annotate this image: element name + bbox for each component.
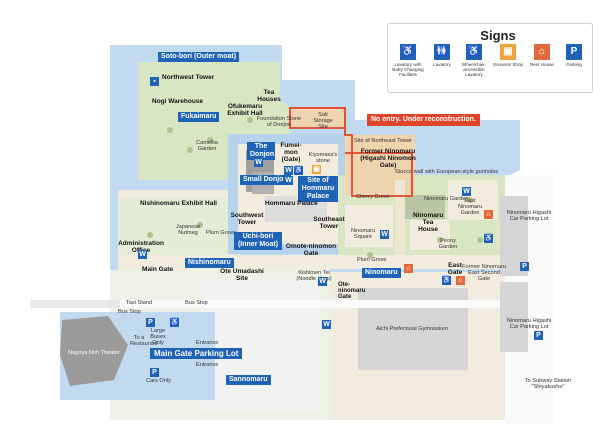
aichi-gym-label: Aichi Prefectural Gymnasium [375, 326, 449, 332]
salt-storage-label: Salt Storage Site [313, 112, 333, 130]
legend-item-souvenir-shop: ▣ Souvenir Shop [492, 44, 524, 67]
southwest-tower-label: Southwest Tower [230, 212, 264, 226]
main-gate-parking-label: Main Gate Parking Lot [150, 348, 243, 359]
nishinomaru-area [118, 190, 240, 272]
wheelchair-icon: ♿ [442, 276, 451, 285]
lavatory-icon: W [322, 320, 331, 329]
nogi-warehouse-label: Nogi Warehouse [152, 98, 204, 105]
parking-icon: P [150, 368, 159, 377]
cars-only-label: Cars Only [146, 378, 171, 384]
parking-icon: P [566, 44, 582, 60]
souvenir-shop-icon: ▣ [312, 165, 321, 174]
east-gate-label: East Gate [447, 262, 463, 276]
east-ninomaru-garden-label: East Ninomaru Garden [457, 198, 483, 216]
nishinomaru-label: Nishinomaru [185, 258, 234, 268]
nagoya-noh-theater [60, 316, 128, 386]
to-restaurant-label: To a Restaurant [130, 335, 158, 347]
southeast-tower-label: Southeast Tower [313, 216, 345, 230]
lavatory-icon: W [318, 277, 327, 286]
lavatory-icon: W [284, 176, 293, 185]
entrance-2-label: Entrance [196, 362, 219, 368]
hommaru-palace-label: Hommaru Palace [265, 200, 318, 207]
ninomaru-square-label: Ninomaru Square [350, 228, 376, 240]
legend-item-baby-lavatory: ♿ Lavatory with Baby Changing Facilities [392, 44, 424, 78]
ninomaru-higashi-parking-2 [500, 282, 528, 352]
lavatory-icon: W [462, 187, 471, 196]
stucco-wall-label: Stucco wall with European-style gunholes [395, 169, 499, 175]
bus-stop-2-label: Bus Stop [185, 300, 208, 306]
main-gate-label: Main Gate [142, 266, 174, 273]
parking-icon: P [520, 262, 529, 271]
japanese-nutmeg-label: Japanese Nutmeg [175, 224, 201, 236]
kishimen-label: Kishimen Tei (Noodle shop) [296, 270, 332, 282]
ninomaru-label: Ninomaru [362, 268, 401, 278]
lavatory-icon: W [284, 166, 293, 175]
parking-icon: P [534, 331, 543, 340]
signs-legend: Signs ♿ Lavatory with Baby Changing Faci… [387, 23, 593, 93]
lavatory-icon: W [380, 230, 389, 239]
to-subway-label: To Subway Station "Shiyakusho" [524, 378, 572, 390]
wheelchair-icon: ♿ [484, 234, 493, 243]
parking-lot-2-label: Ninomaru Higashi Car Parking Lot [506, 318, 552, 330]
taxi-stand-label: Taxi Stand [126, 300, 153, 306]
tea-houses-label: Tea Houses [257, 89, 281, 103]
souvenir-shop-icon: ▣ [500, 44, 516, 60]
lavatory-icon: W [254, 158, 263, 167]
lavatory-icon: 🚻 [434, 44, 450, 60]
soto-bori-label: Soto-bori (Outer moat) [158, 52, 240, 62]
large-buses-label: Large Buses Only [150, 328, 166, 346]
nishinomaru-exhibit-label: Nishinomaru Exhibit Hall [140, 200, 217, 207]
legend-title: Signs [480, 28, 516, 43]
rest-house-icon: ⌂ [484, 210, 493, 219]
rest-house-icon: ⌂ [456, 276, 465, 285]
fumei-mon-label: Fumei-mon (Gate) [280, 142, 302, 163]
wheelchair-icon: ♿ [294, 166, 303, 175]
kiyomasa-label: Kiyomasa's stone [308, 152, 338, 164]
entrance-1-label: Entrance [196, 340, 219, 346]
former-ninomaru-label: Former Ninomaru (Higashi Ninomon Gate) [360, 148, 416, 169]
uchi-bori-label: Uchi-bori (Inner Moat) [234, 232, 282, 250]
bus-stop-1-label: Bus Stop [118, 309, 141, 315]
ote-umadashi-label: Ote Umadashi Site [220, 268, 264, 282]
peony-garden-label: Peony Garden [438, 238, 458, 250]
legend-item-rest-house: ⌂ Rest House [529, 44, 554, 67]
site-northeast-label: Site of Northeast Tower [354, 138, 413, 144]
otemon-ninomaru-gate-label: Ote-ninomaru Gate [338, 282, 365, 300]
omote-ninomon-label: Omote-ninomon Gate [285, 243, 337, 257]
parking-lot-1-label: Ninomaru Higashi Car Parking Lot [506, 210, 552, 222]
fukaimaru-label: Fukaimaru [178, 112, 220, 122]
donjon-label: The Donjon [247, 142, 275, 160]
foundation-stone-label: Foundation Stone of Donjon [256, 116, 302, 128]
lavatory-icon: W [138, 250, 147, 259]
parking-icon: ▪ [150, 77, 159, 86]
legend-item-wheelchair-lavatory: ♿ Wheelchair-accessible Lavatory [461, 44, 487, 78]
nagoya-noh-label: Nagoya Noh Theater [68, 350, 120, 356]
ninomaru-garden-label: Ninomaru Garden [424, 196, 469, 202]
legend-item-lavatory: 🚻 Lavatory [433, 44, 451, 67]
wheelchair-icon: ♿ [170, 318, 179, 327]
ofukemaru-label: Ofukemaru Exhibit Hall [227, 103, 263, 117]
plum-grove-2-label: Plum Grove [357, 257, 387, 263]
northwest-tower-label: Northwest Tower [162, 74, 215, 81]
site-hommaru-label: Site of Hommaru Palace [298, 176, 338, 202]
sannomaru-label: Sannomaru [226, 375, 271, 385]
rest-house-icon: ⌂ [534, 44, 550, 60]
plum-grove-label: Plum Grove [206, 230, 236, 236]
rest-house-icon: ⌂ [404, 264, 413, 273]
former-ninomaru-east-label: Former Ninomaru East Second Gate [462, 264, 506, 282]
camellia-label: Camellia Garden [196, 140, 218, 152]
small-donjon-label: Small Donjon [240, 175, 291, 185]
reconstruction-notice: No entry. Under reconstruction. [367, 114, 480, 126]
ninomaru-tea-house-label: Ninomaru Tea House [413, 212, 444, 233]
baby-lavatory-icon: ♿ [400, 44, 416, 60]
parking-icon: P [146, 318, 155, 327]
wheelchair-icon: ♿ [466, 44, 482, 60]
cherry-grove-label: Cherry Grove [356, 194, 390, 200]
legend-item-parking: P Parking [566, 44, 582, 67]
